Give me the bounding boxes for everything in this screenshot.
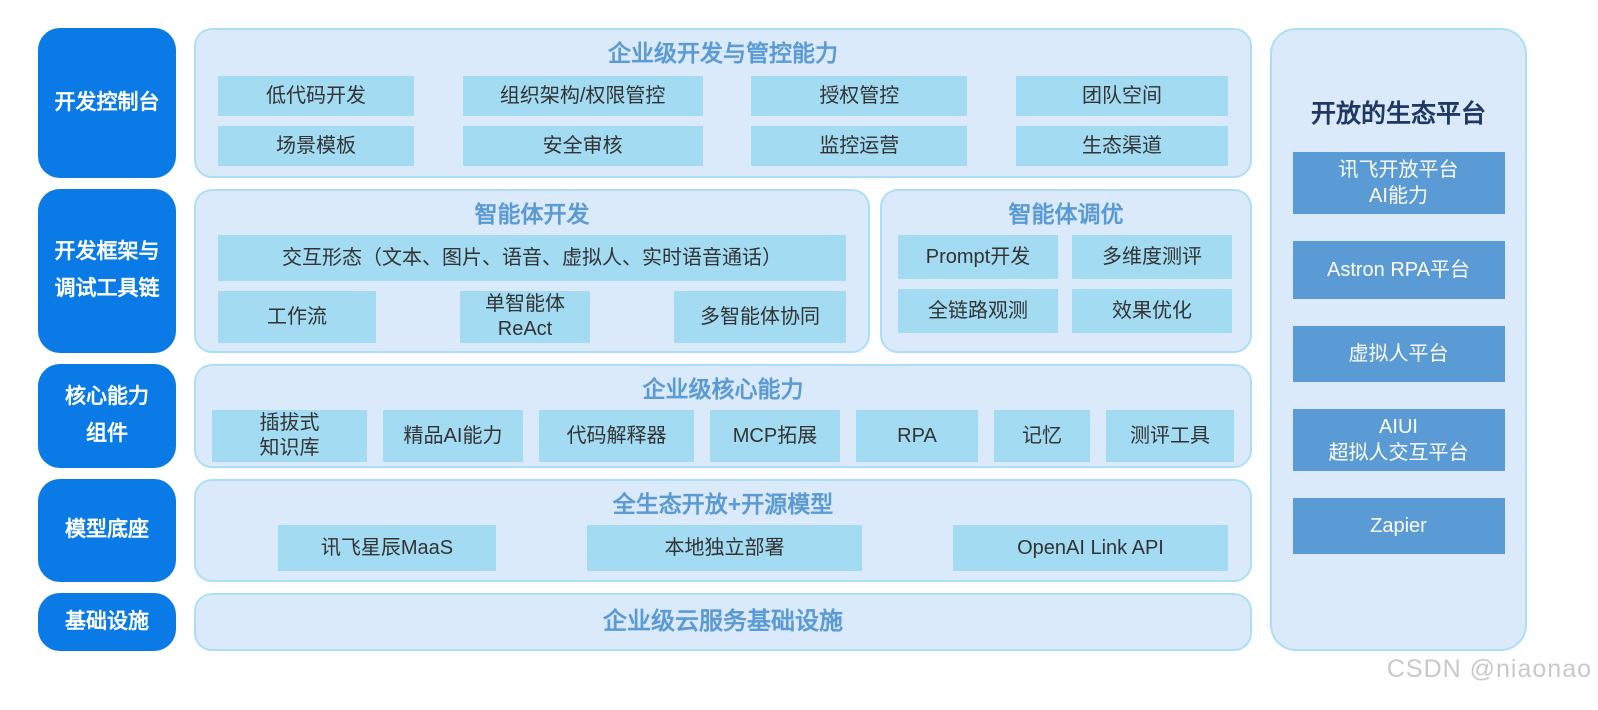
- box-single-agent-react: 单智能体 ReAct: [460, 291, 590, 343]
- box-low-code-dev: 低代码开发: [218, 76, 414, 116]
- panel-cloud-infrastructure: 企业级云服务基础设施: [194, 593, 1252, 651]
- box-pluggable-knowledge-base: 插拔式 知识库: [212, 410, 367, 462]
- box-mcp-expansion: MCP拓展: [710, 410, 840, 462]
- agent-row: 智能体开发 交互形态（文本、图片、语音、虚拟人、实时语音通话） 工作流 单智能体…: [194, 189, 1252, 353]
- box-authorization-control: 授权管控: [751, 76, 968, 116]
- panel-open-models: 全生态开放+开源模型 讯飞星辰MaaS 本地独立部署 OpenAI Link A…: [194, 479, 1252, 582]
- eco-box-zapier: Zapier: [1292, 498, 1505, 554]
- panel-agent-development: 智能体开发 交互形态（文本、图片、语音、虚拟人、实时语音通话） 工作流 单智能体…: [194, 189, 870, 353]
- box-eco-channels: 生态渠道: [1015, 126, 1228, 166]
- box-monitoring-operations: 监控运营: [751, 126, 968, 166]
- panel-title-open-eco-platform: 开放的生态平台: [1310, 100, 1486, 128]
- box-local-independent-deployment: 本地独立部署: [587, 525, 862, 571]
- box-evaluation-tools: 测评工具: [1106, 410, 1234, 462]
- box-prompt-development: Prompt开发: [898, 235, 1058, 279]
- sidebar-item-dev-framework-toolchain: 开发框架与 调试工具链: [38, 189, 176, 353]
- eco-box-xfyun-open-platform-ai: 讯飞开放平台 AI能力: [1292, 152, 1505, 214]
- box-effect-optimization: 效果优化: [1072, 289, 1232, 333]
- box-multi-dimension-evaluation: 多维度测评: [1072, 235, 1232, 279]
- governance-box-grid: 低代码开发 组织架构/权限管控 授权管控 团队空间 场景模板 安全审核 监控运营…: [196, 68, 1250, 166]
- agent-dev-box-row: 工作流 单智能体 ReAct 多智能体协同: [196, 281, 868, 343]
- panel-title-cloud-infrastructure: 企业级云服务基础设施: [603, 608, 843, 635]
- eco-box-astron-rpa-platform: Astron RPA平台: [1292, 241, 1505, 299]
- middle-panels-column: 企业级开发与管控能力 低代码开发 组织架构/权限管控 授权管控 团队空间 场景模…: [194, 28, 1252, 651]
- box-org-structure-permissions: 组织架构/权限管控: [462, 76, 703, 116]
- panel-open-eco-platform: 开放的生态平台 讯飞开放平台 AI能力 Astron RPA平台 虚拟人平台 A…: [1270, 28, 1527, 651]
- box-team-space: 团队空间: [1015, 76, 1228, 116]
- eco-box-aiui-interaction-platform: AIUI 超拟人交互平台: [1292, 409, 1505, 471]
- panel-title-enterprise-governance: 企业级开发与管控能力: [608, 40, 838, 66]
- box-security-audit: 安全审核: [462, 126, 703, 166]
- panel-core-capabilities: 企业级核心能力 插拔式 知识库 精品AI能力 代码解释器 MCP拓展 RPA 记…: [194, 364, 1252, 468]
- eco-box-virtual-human-platform: 虚拟人平台: [1292, 326, 1505, 382]
- panel-title-open-models: 全生态开放+开源模型: [612, 491, 834, 517]
- core-capabilities-box-row: 插拔式 知识库 精品AI能力 代码解释器 MCP拓展 RPA 记忆 测评工具: [196, 404, 1250, 462]
- panel-title-core-capabilities: 企业级核心能力: [642, 376, 804, 402]
- sidebar-item-dev-console: 开发控制台: [38, 28, 176, 178]
- architecture-diagram: 开发控制台 开发框架与 调试工具链 核心能力 组件 模型底座 基础设施 企业级开…: [38, 28, 1527, 651]
- box-scene-templates: 场景模板: [218, 126, 414, 166]
- csdn-watermark: CSDN @niaonao: [1386, 655, 1592, 683]
- box-xfyun-xingchen-maas: 讯飞星辰MaaS: [278, 525, 496, 571]
- box-code-interpreter: 代码解释器: [539, 410, 694, 462]
- box-openai-link-api: OpenAI Link API: [953, 525, 1228, 571]
- agent-tuning-box-grid: Prompt开发 多维度测评 全链路观测 效果优化: [882, 229, 1250, 333]
- open-models-box-row: 讯飞星辰MaaS 本地独立部署 OpenAI Link API: [196, 519, 1250, 571]
- panel-agent-tuning: 智能体调优 Prompt开发 多维度测评 全链路观测 效果优化: [880, 189, 1252, 353]
- box-full-chain-observation: 全链路观测: [898, 289, 1058, 333]
- panel-title-agent-tuning: 智能体调优: [1008, 201, 1124, 227]
- sidebar-item-core-components: 核心能力 组件: [38, 364, 176, 468]
- box-workflow: 工作流: [218, 291, 376, 343]
- left-category-column: 开发控制台 开发框架与 调试工具链 核心能力 组件 模型底座 基础设施: [38, 28, 176, 651]
- box-memory: 记忆: [994, 410, 1090, 462]
- sidebar-item-model-base: 模型底座: [38, 479, 176, 582]
- box-interaction-modes: 交互形态（文本、图片、语音、虚拟人、实时语音通话）: [218, 235, 846, 281]
- box-premium-ai-capability: 精品AI能力: [383, 410, 523, 462]
- panel-title-agent-development: 智能体开发: [474, 201, 590, 227]
- sidebar-item-infrastructure: 基础设施: [38, 593, 176, 651]
- panel-enterprise-dev-governance: 企业级开发与管控能力 低代码开发 组织架构/权限管控 授权管控 团队空间 场景模…: [194, 28, 1252, 178]
- box-multi-agent-collaboration: 多智能体协同: [674, 291, 846, 343]
- box-rpa: RPA: [856, 410, 978, 462]
